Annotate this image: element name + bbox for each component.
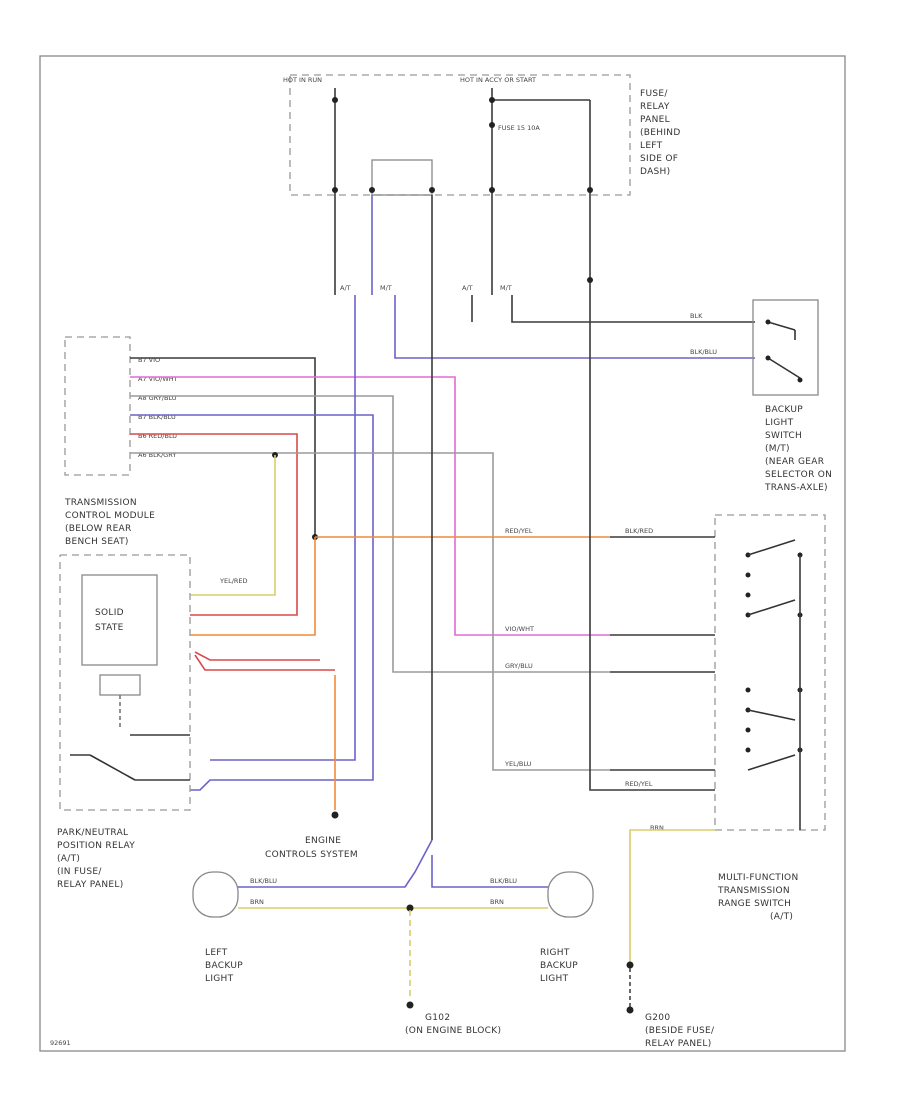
wire-label-red-yel-2: RED/YEL [625, 780, 653, 788]
right-backup-label-1: BACKUP [540, 961, 578, 971]
backup-switch-label-1: LIGHT [765, 418, 794, 428]
tcm-label-2: (BELOW REAR [65, 524, 132, 534]
fuse-panel-label-4: LEFT [640, 141, 663, 151]
engine-controls-label-0: ENGINE [305, 836, 341, 846]
wire-label-blk-blu-left: BLK/BLU [250, 877, 277, 885]
tcm-pin-0: B7 VIO [138, 356, 160, 364]
right-backup-label-2: LIGHT [540, 974, 569, 984]
wire-label-red-yel: RED/YEL [505, 527, 533, 535]
g102-ground: G102 (ON ENGINE BLOCK) [405, 1013, 501, 1036]
left-backup-label-0: LEFT [205, 948, 228, 958]
at-wire-label-left: A/T [340, 284, 351, 292]
g200-ground: G200 (BESIDE FUSE/ RELAY PANEL) [626, 829, 715, 1049]
wire-label-yel-red: YEL/RED [219, 577, 248, 585]
engine-controls-system: ENGINE CONTROLS SYSTEM [265, 836, 358, 860]
transmission-control-module: B7 VIO A7 VIO/WHT A8 GRY/BLU B7 BLK/BLU … [64, 336, 178, 547]
hot-in-accy-label: HOT IN ACCY OR START [460, 76, 536, 84]
mt-wire-label-right: M/T [500, 284, 512, 292]
wire-label-blk-blu: BLK/BLU [690, 348, 717, 356]
fuse-panel-label-2: PANEL [640, 115, 670, 125]
main-harness [190, 285, 755, 840]
backup-switch-label-3: (M/T) [765, 444, 790, 454]
multifunction-range-switch: MULTI-FUNCTION TRANSMISSION RANGE SWITCH… [610, 514, 826, 922]
pn-relay-label-0: PARK/NEUTRAL [57, 828, 128, 838]
pn-relay-label-1: POSITION RELAY [57, 841, 135, 851]
g200-label-0: G200 [645, 1013, 670, 1023]
mf-switch-label-2: RANGE SWITCH [718, 899, 791, 909]
power-feeds: A/T M/T A/T M/T [332, 88, 593, 295]
backup-switch-label-5: SELECTOR ON [765, 470, 832, 480]
wire-label-gry-blu: GRY/BLU [505, 662, 533, 670]
g102-label-1: (ON ENGINE BLOCK) [405, 1026, 501, 1036]
g200-label-2: RELAY PANEL) [645, 1039, 712, 1049]
tcm-wires [130, 357, 610, 791]
tcm-label-1: CONTROL MODULE [65, 511, 155, 521]
backup-light-switch: BACKUP LIGHT SWITCH (M/T) (NEAR GEAR SEL… [752, 299, 832, 493]
wire-label-blk-red: BLK/RED [625, 527, 653, 535]
wire-label-brn-left: BRN [250, 898, 264, 906]
mf-switch-label-3: (A/T) [770, 912, 793, 922]
pn-relay-label-4: RELAY PANEL) [57, 880, 124, 890]
backup-switch-label-6: TRANS-AXLE) [764, 483, 828, 493]
fuse-panel-label-6: DASH) [640, 167, 670, 177]
wire-label-brn: BRN [650, 824, 664, 832]
fuse-panel-label-5: SIDE OF [640, 154, 678, 164]
solid-state-label-2: STATE [95, 623, 124, 633]
fuse-panel-label-3: (BEHIND [640, 128, 681, 138]
park-neutral-relay: SOLID STATE PARK/NEUTRAL POSITION RELAY … [57, 554, 191, 890]
tcm-pin-5: A6 BLK/GRY [138, 451, 176, 459]
engine-controls-label-1: CONTROLS SYSTEM [265, 850, 358, 860]
fuse-label: FUSE 15 10A [498, 124, 540, 132]
tcm-pin-1: A7 VIO/WHT [138, 375, 178, 383]
mf-switch-label-0: MULTI-FUNCTION [718, 873, 798, 883]
pn-relay-label-3: (IN FUSE/ [57, 867, 102, 877]
at-wire-label-right: A/T [462, 284, 473, 292]
hot-in-run-label: HOT IN RUN [283, 76, 322, 84]
g102-label-0: G102 [425, 1013, 450, 1023]
left-backup-label-2: LIGHT [205, 974, 234, 984]
left-backup-label-1: BACKUP [205, 961, 243, 971]
mf-switch-label-1: TRANSMISSION [717, 886, 790, 896]
tcm-pin-3: B7 BLK/BLU [138, 413, 176, 421]
tcm-label-3: BENCH SEAT) [65, 537, 129, 547]
wire-labels: RED/YEL BLK/RED VIO/WHT GRY/BLU YEL/BLU … [219, 312, 717, 832]
backup-switch-label-0: BACKUP [765, 405, 803, 415]
backup-switch-label-2: SWITCH [765, 431, 802, 441]
tcm-pin-4: B6 RED/BLU [138, 432, 177, 440]
wire-label-yel-blu: YEL/BLU [504, 760, 532, 768]
g200-label-1: (BESIDE FUSE/ [645, 1026, 715, 1036]
mt-wire-label-left: M/T [380, 284, 392, 292]
pn-relay-label-2: (A/T) [57, 854, 80, 864]
wire-label-blk: BLK [690, 312, 703, 320]
backup-lights: LEFT BACKUP LIGHT RIGHT BACKUP LIGHT BLK… [192, 839, 594, 1009]
wire-label-vio-wht: VIO/WHT [505, 625, 534, 633]
fuse-relay-panel: HOT IN RUN HOT IN ACCY OR START FUSE 15 … [283, 74, 681, 196]
diagram-id: 92691 [50, 1039, 71, 1047]
tcm-label-0: TRANSMISSION [64, 498, 137, 508]
fuse-panel-label-0: FUSE/ [640, 89, 668, 99]
wire-label-brn-right: BRN [490, 898, 504, 906]
tcm-pin-2: A8 GRY/BLU [138, 394, 177, 402]
fuse-panel-label-1: RELAY [640, 102, 670, 112]
wire-label-blk-blu-right: BLK/BLU [490, 877, 517, 885]
diagram-frame [39, 55, 846, 1052]
solid-state-label: SOLID [95, 608, 124, 618]
right-backup-label-0: RIGHT [540, 948, 570, 958]
backup-switch-label-4: (NEAR GEAR [765, 457, 824, 467]
